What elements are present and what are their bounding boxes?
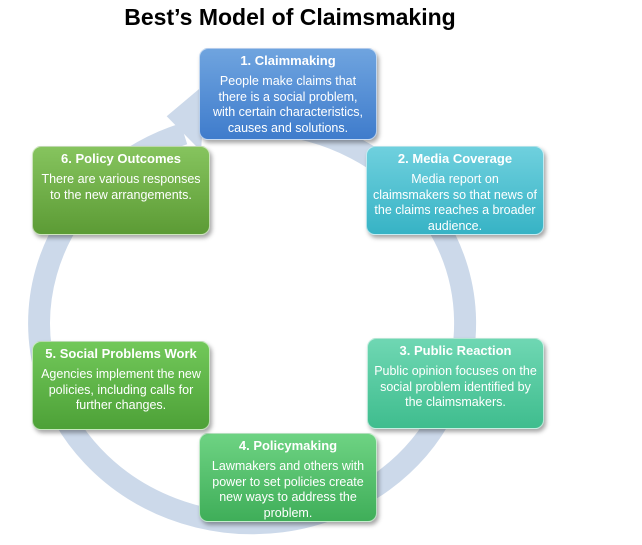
- step-policy-outcomes: 6. Policy Outcomes There are various res…: [32, 146, 210, 235]
- step-heading: 6. Policy Outcomes: [61, 151, 181, 166]
- step-public-reaction: 3. Public Reaction Public opinion focuse…: [367, 338, 544, 429]
- step-heading: 4. Policymaking: [238, 438, 338, 453]
- step-description: Agencies implement the new policies, inc…: [41, 367, 201, 412]
- step-heading: 5. Social Problems Work: [45, 346, 197, 361]
- step-heading: 2. Media Coverage: [397, 151, 513, 166]
- step-social-problems-work: 5. Social Problems Work Agencies impleme…: [32, 341, 210, 430]
- step-heading: 1. Claimmaking: [240, 53, 336, 68]
- step-claimmaking: 1. Claimmaking People make claims that t…: [199, 48, 377, 140]
- diagram-title: Best’s Model of Claimsmaking: [124, 4, 456, 30]
- step-heading: 3. Public Reaction: [399, 343, 512, 358]
- step-description: Media report on claimsmakers so that new…: [373, 172, 537, 233]
- step-description: Lawmakers and others with power to set p…: [211, 459, 365, 520]
- step-description: People make claims that there is a socia…: [212, 74, 364, 135]
- cycle-arrowhead-icon: [166, 84, 205, 152]
- step-description: There are various responses to the new a…: [41, 172, 201, 202]
- step-policymaking: 4. Policymaking Lawmakers and others wit…: [199, 433, 377, 522]
- step-media-coverage: 2. Media Coverage Media report on claims…: [366, 146, 544, 235]
- step-description: Public opinion focuses on the social pro…: [374, 364, 537, 409]
